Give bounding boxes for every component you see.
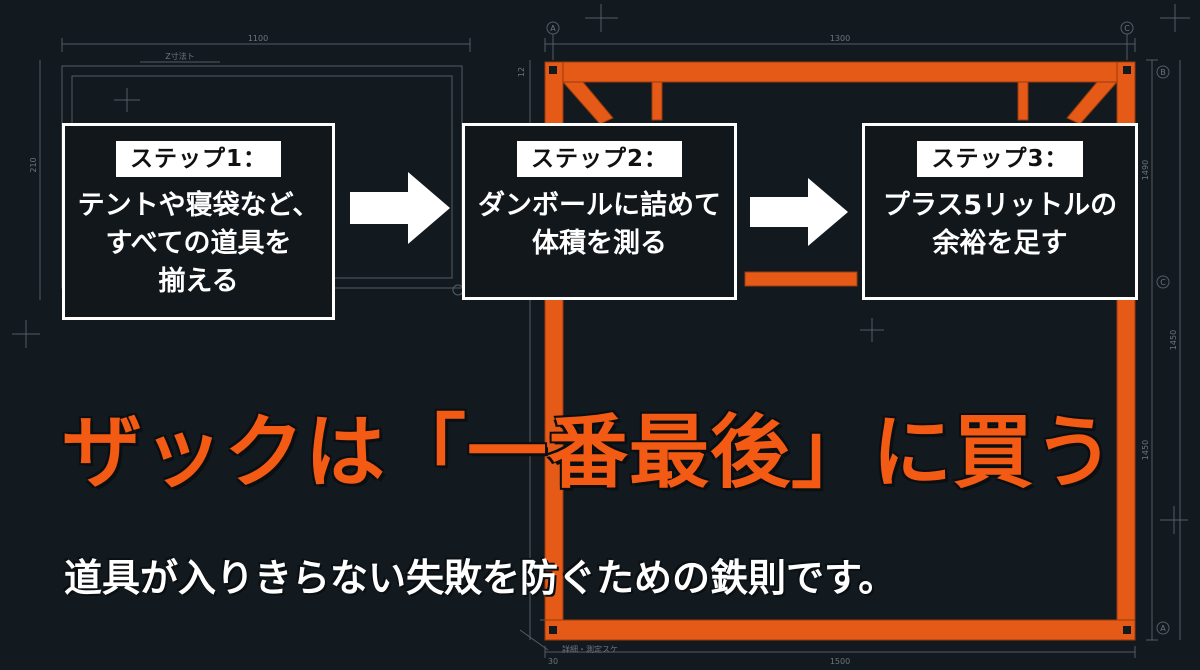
step-2-text: ダンボールに詰めて 体積を測る [478, 190, 721, 259]
step-2-label: ステップ2： [516, 141, 682, 177]
dim-right-label-1: 1490 [1141, 160, 1150, 180]
dim-bottom-small-label: 30 [548, 657, 558, 666]
dim-top-right-label: 1300 [830, 34, 850, 43]
right-arrow-icon [350, 172, 450, 244]
note-bottom-label: 詳細・測定スケ [562, 644, 618, 654]
note-top-label: Z寸法ト [165, 51, 194, 61]
step-3-text: プラス5リットルの 余裕を足す [882, 190, 1118, 259]
step-1-box: ステップ1： テントや寝袋など、 すべての道具を 揃える [62, 123, 335, 320]
dim-right-top-label: 12 [517, 67, 526, 77]
step-2-box: ステップ2： ダンボールに詰めて 体積を測る [462, 123, 737, 300]
marker-a-bottom: A [1160, 624, 1166, 633]
dim-right-label-3: 1450 [1141, 440, 1150, 460]
dim-top-left-label: 1100 [248, 34, 268, 43]
step-3-box: ステップ3： プラス5リットルの 余裕を足す [862, 123, 1138, 300]
headline: ザックは「一番最後」に買う [62, 406, 1115, 499]
step-1-label: ステップ1： [115, 141, 281, 177]
marker-b-right: B [1160, 68, 1166, 77]
marker-c-top: C [1124, 24, 1130, 33]
right-arrow-icon [750, 178, 848, 246]
subline: 道具が入りきらない失敗を防ぐための鉄則です。 [64, 556, 897, 600]
step-3-label: ステップ3： [917, 141, 1083, 177]
dim-right-label-2: 1450 [1169, 330, 1178, 350]
marker-c-right: C [1160, 278, 1166, 287]
dim-bottom-label: 1500 [830, 657, 850, 666]
step-1-text: テントや寝袋など、 すべての道具を 揃える [77, 190, 320, 297]
dim-left-label: 210 [29, 157, 38, 172]
marker-a-top: A [550, 24, 556, 33]
